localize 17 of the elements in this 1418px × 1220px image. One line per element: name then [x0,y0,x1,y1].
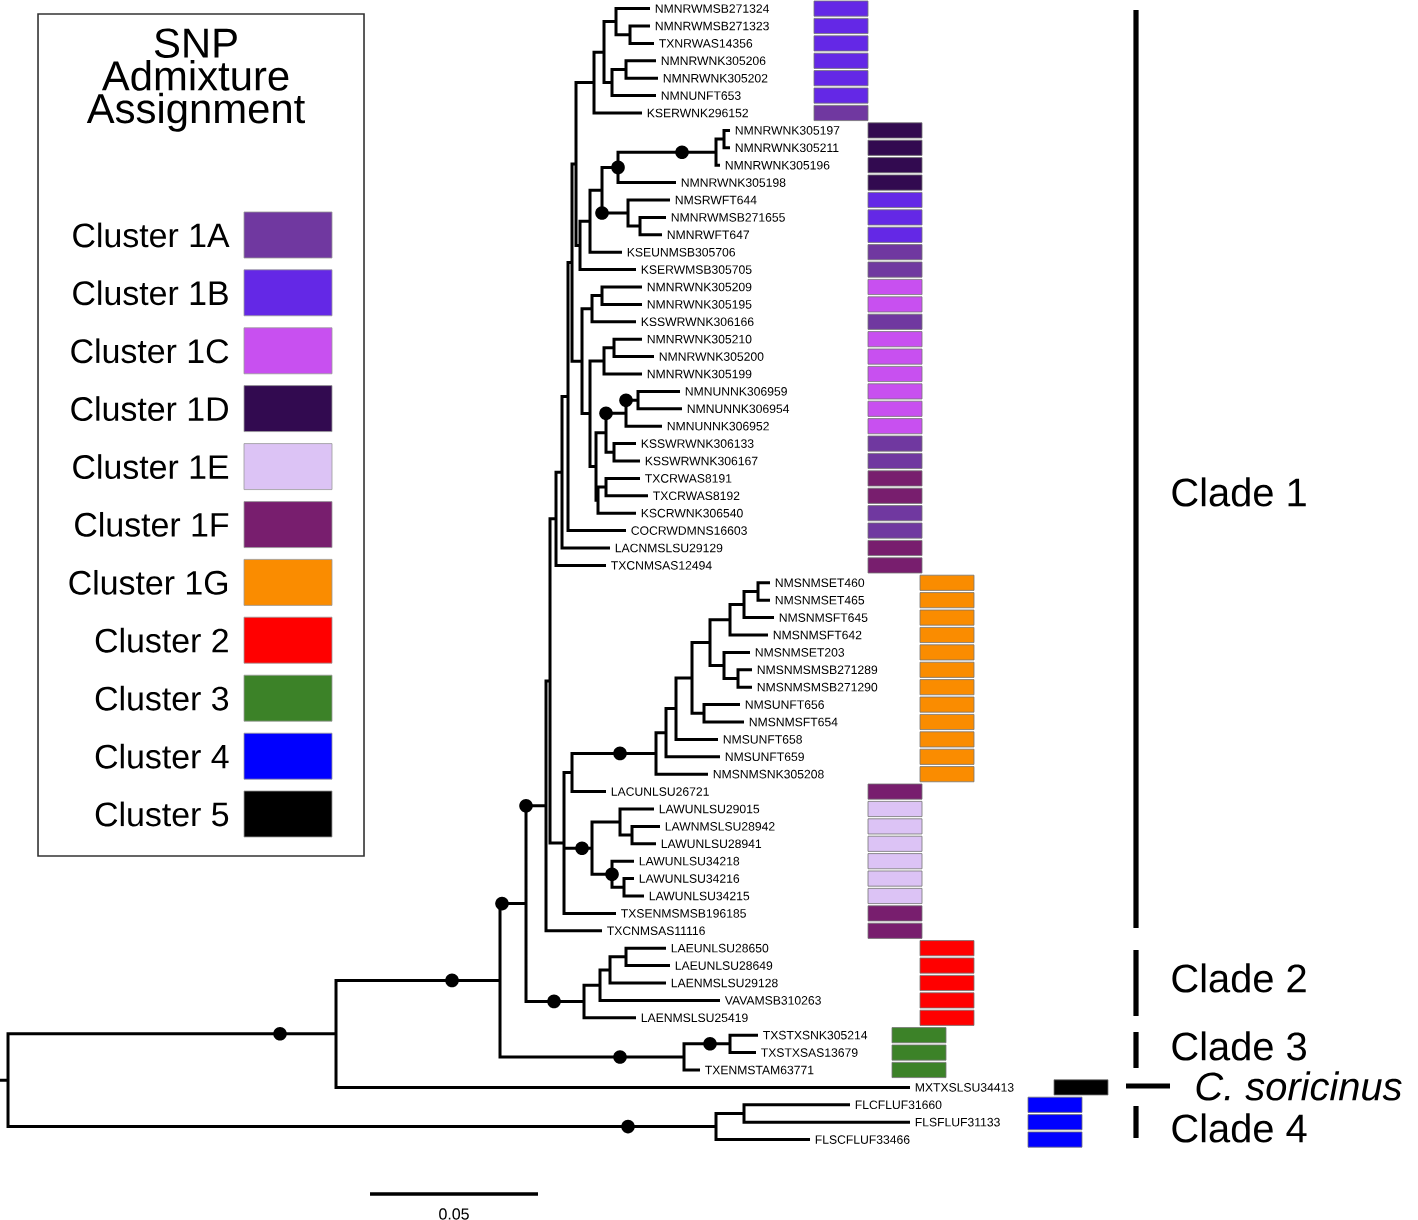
legend-label: Cluster 4 [95,743,229,769]
species-label: C. soricinus [1196,1071,1402,1101]
clade-label: Clade 3 [1172,1031,1306,1061]
legend-label: Cluster 1F [75,511,229,537]
legend-label: Cluster 1B [73,280,228,306]
clade-label: Clade 4 [1172,1113,1307,1143]
legend-label: Cluster 1D [71,396,228,422]
clade-label: Clade 2 [1172,963,1306,993]
legend-label: Cluster 1C [71,338,229,364]
legend-label: Cluster 1G [69,569,228,595]
legend-label: Cluster 3 [95,685,229,711]
legend-label: Cluster 5 [95,801,229,827]
legend-label: Cluster 2 [95,627,228,653]
clade-label: Clade 1 [1172,477,1306,507]
legend-title: SNP Admixture Assignment [86,28,305,132]
legend-label: Cluster 1A [73,222,230,248]
legend-label: Cluster 1E [73,454,229,480]
